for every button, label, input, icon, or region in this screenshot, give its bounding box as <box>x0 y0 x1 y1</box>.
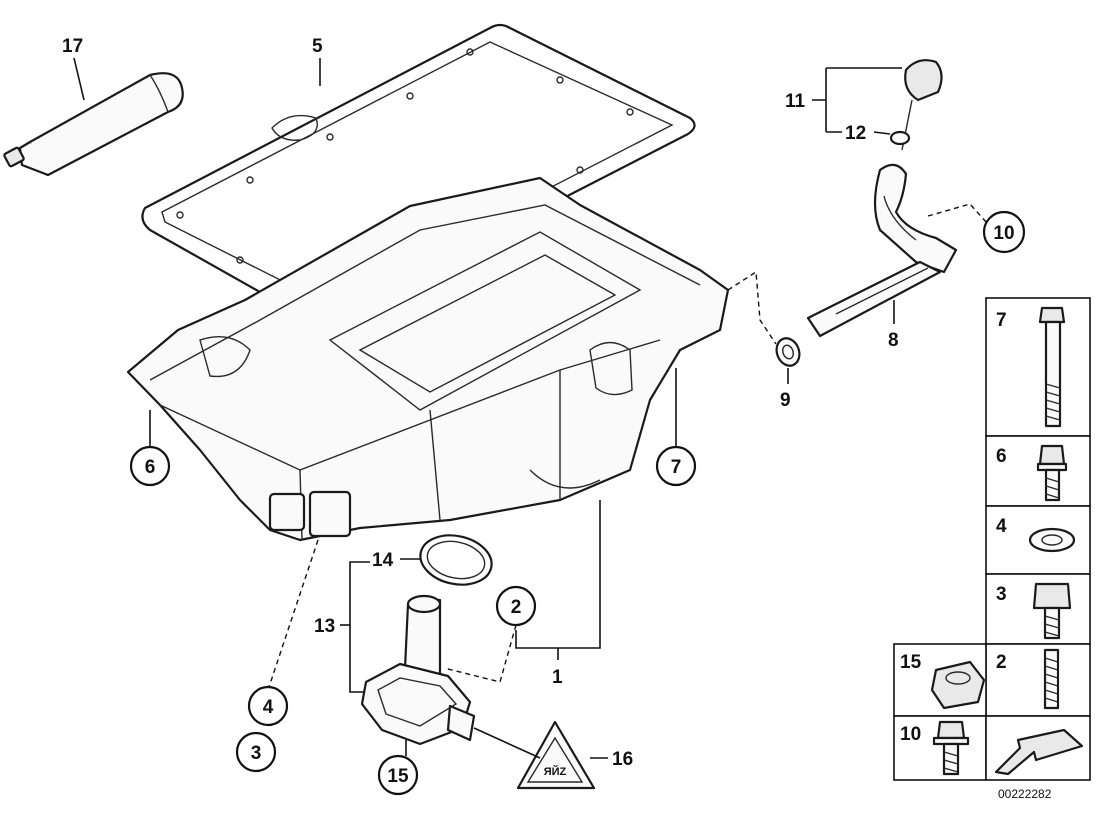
stud-icon <box>1043 648 1060 710</box>
flange-bolt-icon <box>932 720 970 776</box>
direction-arrow-icon <box>994 728 1084 776</box>
callout-8: 8 <box>888 300 899 351</box>
sealant-tube <box>3 72 184 177</box>
svg-text:4: 4 <box>263 697 274 718</box>
panel-label-10: 10 <box>900 724 921 745</box>
callout-4: 4 <box>247 685 289 727</box>
svg-text:1: 1 <box>552 667 563 688</box>
svg-text:15: 15 <box>387 766 409 787</box>
o-ring <box>419 534 493 586</box>
callout-17: 17 <box>62 36 85 101</box>
panel-cell-7 <box>985 297 1091 437</box>
callout-1: 1 <box>515 500 601 688</box>
panel-label-15: 15 <box>900 652 922 673</box>
dipstick-handle <box>901 59 943 151</box>
svg-text:ЯЙZ: ЯЙZ <box>544 765 567 778</box>
svg-text:10: 10 <box>993 223 1014 244</box>
svg-text:5: 5 <box>312 36 323 57</box>
callout-3: 3 <box>235 731 277 773</box>
oil-pan <box>126 176 730 542</box>
panel-label-7: 7 <box>996 310 1007 331</box>
callout-10-top: 10 <box>927 203 1026 254</box>
warning-triangle-icon: ЯЙZ <box>516 720 596 790</box>
callout-2: 2 <box>443 585 537 683</box>
callout-13: 13 <box>314 561 372 693</box>
washer-icon <box>1028 527 1076 553</box>
dipstick-guide-tube <box>806 163 958 338</box>
hex-bolt-icon <box>1032 582 1072 640</box>
svg-text:16: 16 <box>612 749 633 770</box>
svg-text:3: 3 <box>251 743 262 764</box>
dipstick-seal <box>889 130 911 146</box>
reference-number: 00222282 <box>998 787 1052 801</box>
svg-text:11: 11 <box>785 91 806 112</box>
svg-text:14: 14 <box>372 550 394 571</box>
svg-text:9: 9 <box>780 390 791 411</box>
sealing-ring-9 <box>775 337 801 367</box>
panel-cell-2 <box>985 643 1091 717</box>
svg-text:6: 6 <box>145 457 156 478</box>
svg-text:13: 13 <box>314 616 335 637</box>
hex-nut-icon <box>930 660 986 710</box>
hardware-panel: 7 6 4 3 2 <box>893 297 1091 781</box>
long-bolt-icon <box>1038 306 1066 428</box>
callout-9: 9 <box>780 368 791 411</box>
svg-text:8: 8 <box>888 330 899 351</box>
callout-6: 6 <box>129 410 171 487</box>
callout-5: 5 <box>312 36 323 86</box>
svg-text:2: 2 <box>511 597 522 618</box>
callout-14: 14 <box>372 550 420 571</box>
leader-dashed-4 <box>267 539 319 691</box>
panel-label-6: 6 <box>996 446 1007 467</box>
leader-dashed-pan-to-tube <box>727 270 777 345</box>
panel-label-3: 3 <box>996 584 1007 605</box>
callout-16: 16 <box>590 749 633 770</box>
callout-15-bottom: 15 <box>377 740 419 796</box>
callout-12: 12 <box>845 123 891 144</box>
oil-level-sensor <box>360 594 476 746</box>
leader-16 <box>473 727 541 759</box>
callout-7: 7 <box>655 368 697 487</box>
svg-text:7: 7 <box>671 457 682 478</box>
panel-label-4: 4 <box>996 516 1007 537</box>
panel-label-2: 2 <box>996 652 1007 673</box>
callout-11: 11 <box>785 67 902 133</box>
collar-bolt-icon <box>1036 444 1068 502</box>
svg-text:12: 12 <box>845 123 866 144</box>
svg-text:17: 17 <box>62 36 83 57</box>
